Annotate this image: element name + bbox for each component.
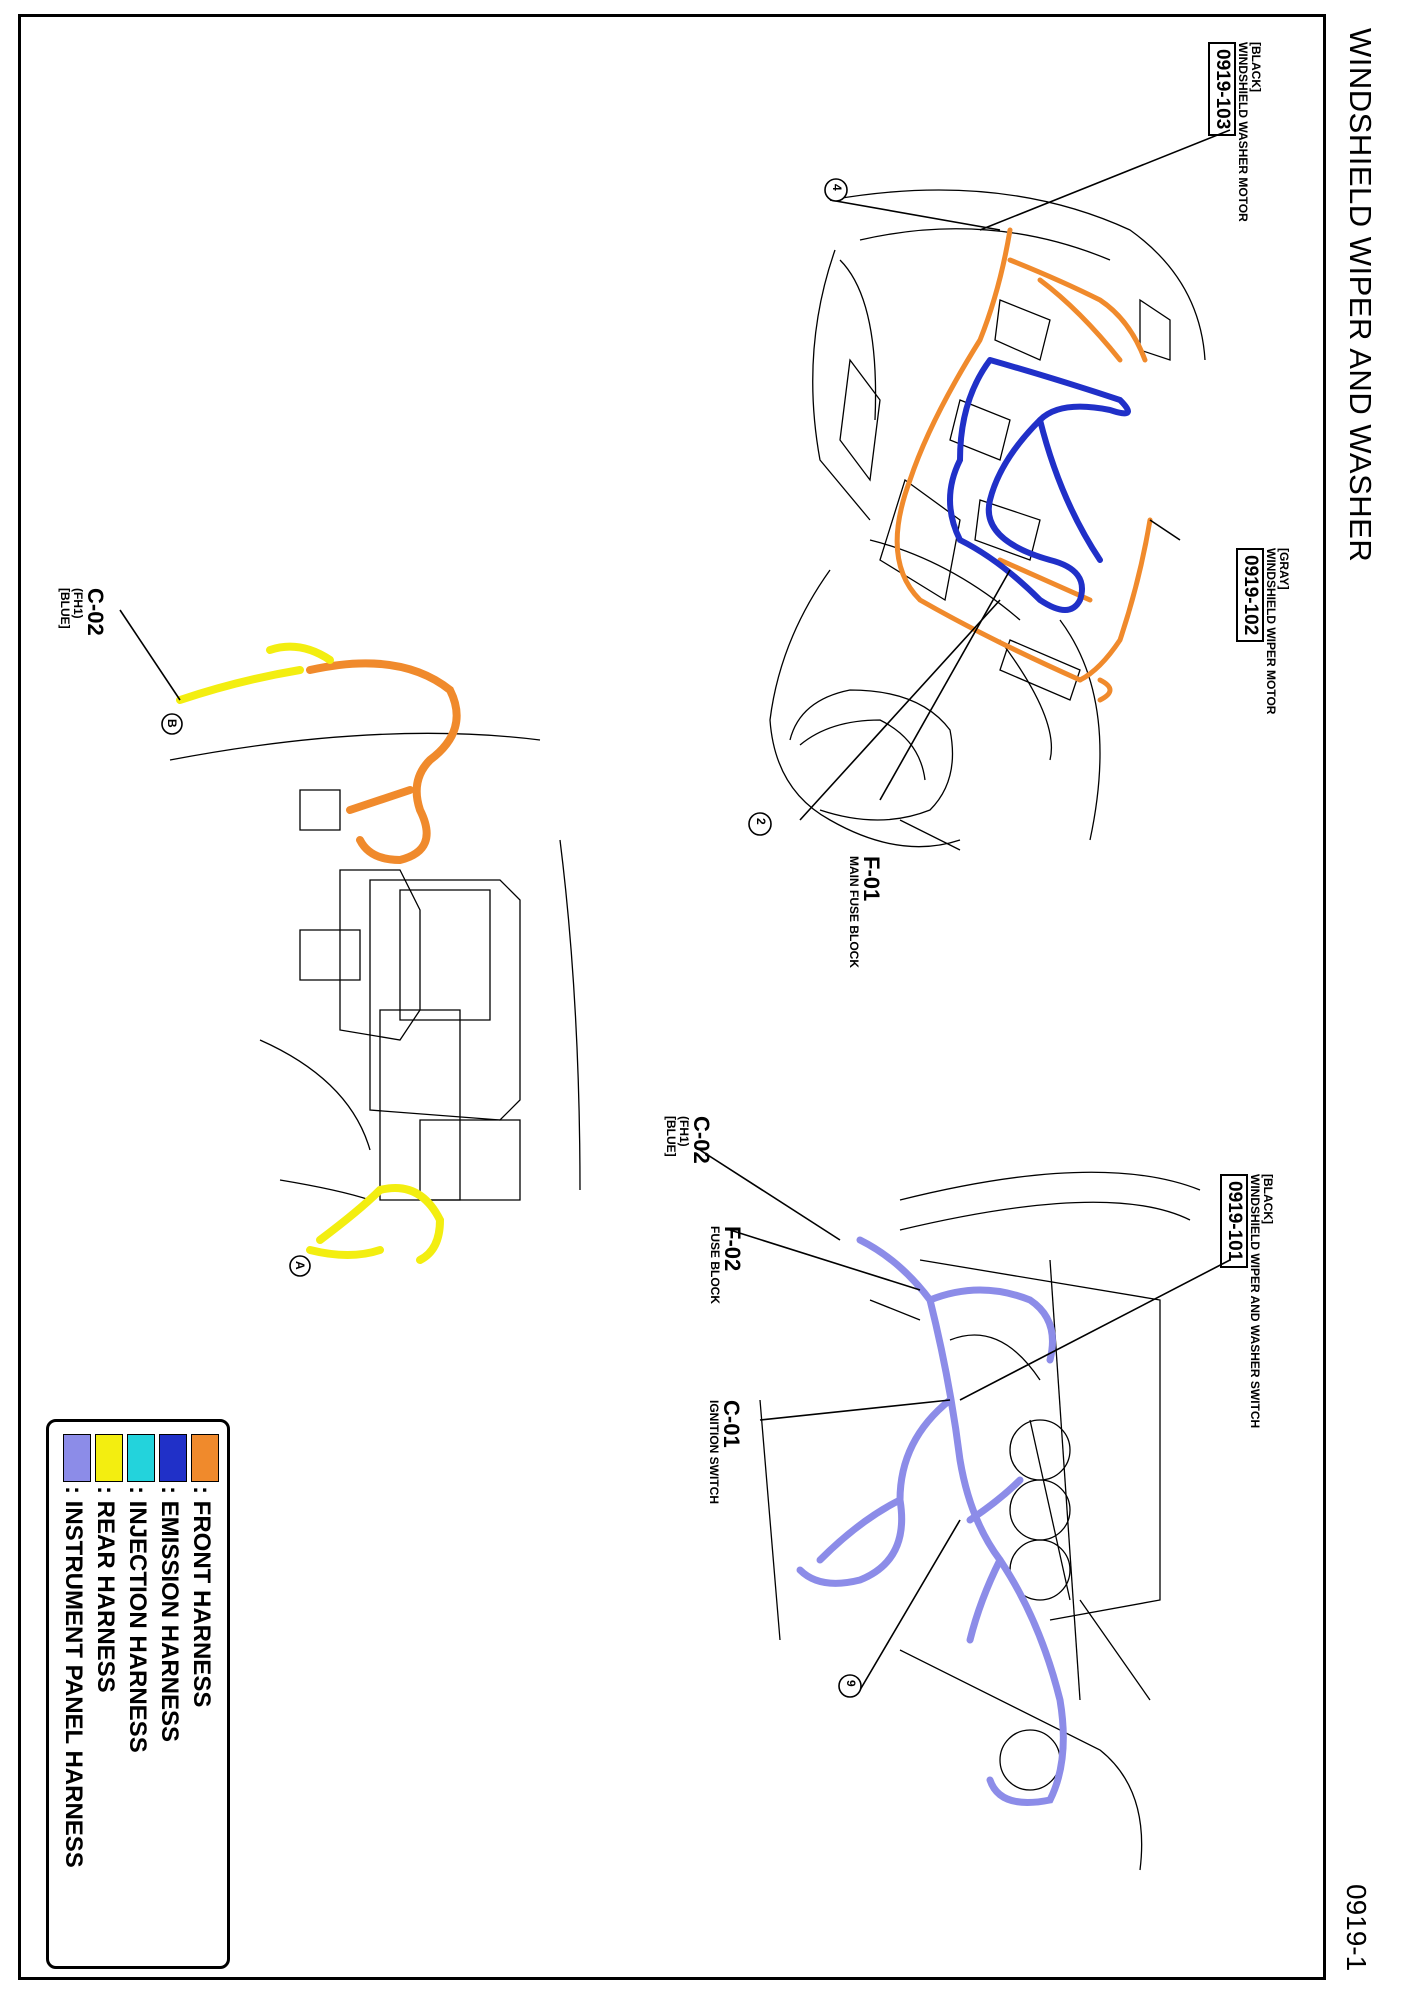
- connector-id: C-02: [689, 1116, 714, 1164]
- component-washer-motor: [BLACK] WINDSHIELD WASHER MOTOR 0919-103: [1208, 42, 1263, 222]
- left-interior-view: [169, 732, 581, 1201]
- component-color: [BLACK]: [1261, 1174, 1275, 1224]
- connector-desc: FUSE BLOCK: [708, 1226, 722, 1304]
- connector-f02: F-02 FUSE BLOCK: [708, 1226, 745, 1304]
- left-harness-front: [306, 659, 461, 865]
- connector-color: [BLUE]: [664, 1116, 678, 1157]
- callout-4: [824, 178, 848, 202]
- front-harness-engine: [894, 227, 1153, 703]
- callout-a-label: A: [293, 1261, 307, 1270]
- legend-swatch-emission: [159, 1434, 187, 1482]
- component-wiper-washer-switch: [BLACK] WINDSHIELD WIPER AND WASHER SWIT…: [1220, 1174, 1275, 1429]
- connector-color: [BLUE]: [58, 588, 72, 629]
- page-number: 0919-1: [1341, 1884, 1372, 1972]
- component-name: WINDSHIELD WASHER MOTOR: [1236, 42, 1250, 222]
- connector-desc: IGNITION SWITCH: [707, 1400, 721, 1504]
- component-code: 0919-101: [1220, 1174, 1248, 1269]
- callout-b: [161, 713, 183, 735]
- callout-2-label: 2: [754, 818, 768, 825]
- component-name: WINDSHIELD WIPER AND WASHER SWITCH: [1248, 1174, 1262, 1429]
- connector-c01: C-01 IGNITION SWITCH: [707, 1400, 744, 1504]
- connector-f01: F-01 MAIN FUSE BLOCK: [847, 856, 884, 968]
- legend-label-instrument: : INSTRUMENT PANEL HARNESS: [60, 1486, 87, 1868]
- connector-id: F-02: [720, 1226, 745, 1272]
- connector-c02-left: C-02 (FH1) [BLUE]: [58, 588, 108, 636]
- emission-harness-engine: [947, 357, 1131, 613]
- legend-swatch-instrument: [63, 1434, 91, 1482]
- component-code: 0919-102: [1236, 548, 1264, 643]
- page-title: WINDSHIELD WIPER AND WASHER: [1343, 28, 1378, 563]
- callout-a: [289, 1255, 311, 1277]
- legend-swatch-rear: [95, 1434, 123, 1482]
- instrument-panel-harness: [796, 1236, 1067, 1806]
- callout-2: [748, 812, 772, 836]
- legend-label-front: : FRONT HARNESS: [188, 1486, 215, 1708]
- page-border: [18, 14, 1326, 1980]
- connector-id: C-02: [83, 588, 108, 636]
- callout-4-label: 4: [830, 184, 844, 191]
- connector-id: F-01: [859, 856, 884, 902]
- connector-desc: MAIN FUSE BLOCK: [847, 856, 861, 968]
- left-harness-rear: [176, 642, 445, 1264]
- component-color: [BLACK]: [1249, 42, 1263, 92]
- callout-circles: [161, 178, 862, 1698]
- harness-legend: : FRONT HARNESS : EMISSION HARNESS : INJ…: [46, 1419, 230, 1969]
- legend-swatch-front: [191, 1434, 219, 1482]
- callout-b-label: B: [165, 719, 179, 728]
- engine-compartment-view: [769, 189, 1206, 851]
- leader-lines: [119, 129, 1231, 1691]
- component-wiper-motor: [GRAY] WINDSHIELD WIPER MOTOR 0919-102: [1236, 548, 1291, 715]
- component-code: 0919-103: [1208, 42, 1236, 137]
- connector-id: C-01: [719, 1400, 744, 1448]
- connector-pins: (FH1): [677, 1116, 691, 1147]
- component-color: [GRAY]: [1277, 548, 1291, 590]
- callout-9-label: 9: [844, 1680, 858, 1687]
- legend-label-injection: : INJECTION HARNESS: [124, 1486, 151, 1753]
- legend-swatch-injection: [127, 1434, 155, 1482]
- component-name: WINDSHIELD WIPER MOTOR: [1264, 548, 1278, 715]
- legend-label-emission: : EMISSION HARNESS: [156, 1486, 183, 1743]
- callout-9: [838, 1674, 862, 1698]
- connector-c02-panel: C-02 (FH1) [BLUE]: [664, 1116, 714, 1164]
- legend-label-rear: : REAR HARNESS: [92, 1486, 119, 1693]
- connector-pins: (FH1): [71, 588, 85, 619]
